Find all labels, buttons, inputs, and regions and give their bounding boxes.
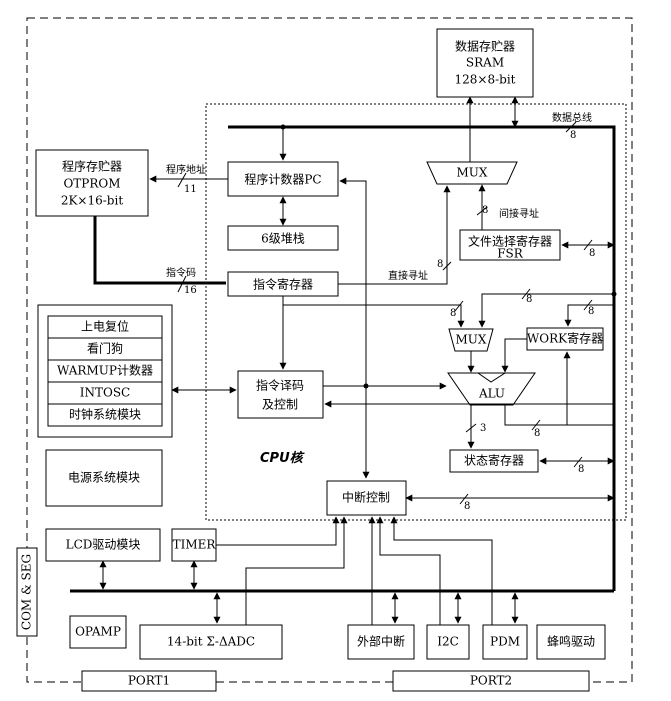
power-on-reset-label: 上电复位 bbox=[81, 319, 129, 334]
prog-addr-width: 11 bbox=[184, 184, 197, 195]
i2c-label: I2C bbox=[437, 635, 459, 649]
clock-system bbox=[47, 403, 163, 427]
work-register-block: WORK寄存器 bbox=[526, 327, 604, 351]
status-register-block: 状态寄存器 bbox=[449, 449, 539, 473]
power-system-block: 电源系统模块 bbox=[45, 449, 163, 507]
opamp-label: OPAMP bbox=[75, 625, 121, 639]
cpu-core-region bbox=[205, 103, 627, 521]
com-seg-block: COM & SEG bbox=[16, 547, 38, 637]
instr-code-label: 指令码 bbox=[166, 266, 196, 279]
direct-width: 8 bbox=[437, 259, 443, 270]
mux-top-label: MUX bbox=[457, 166, 488, 180]
mux-mid-in1-width: 8 bbox=[450, 308, 456, 319]
mux-mid-label: MUX bbox=[456, 333, 487, 347]
port2-label: PORT2 bbox=[470, 674, 512, 688]
interrupt-width: 8 bbox=[464, 501, 470, 512]
timer-label: TIMER bbox=[173, 538, 217, 552]
sram-line3: 128×8-bit bbox=[455, 73, 516, 87]
work-in-width: 8 bbox=[588, 306, 594, 317]
intosc-label: INTOSC bbox=[80, 386, 130, 400]
stack-label: 6级堆栈 bbox=[261, 231, 305, 246]
adc-label: 14-bit Σ-ΔADC bbox=[167, 635, 255, 649]
decoder-block: 指令译码 及控制 bbox=[237, 370, 324, 419]
i2c-block: I2C bbox=[426, 624, 470, 660]
clock-system-label: 时钟系统模块 bbox=[69, 407, 141, 422]
cpu-core-label: CPU核 bbox=[260, 450, 306, 466]
stack-block: 6级堆栈 bbox=[227, 225, 339, 251]
otprom-line3: 2K×16-bit bbox=[61, 194, 123, 208]
otprom-block: 程序存贮器 OTPROM 2K×16-bit bbox=[35, 149, 149, 217]
sram-line1: 数据存贮器 bbox=[455, 39, 515, 54]
decoder-line2: 及控制 bbox=[262, 398, 298, 412]
status-in-width: 3 bbox=[480, 423, 486, 434]
indirect-width: 8 bbox=[482, 205, 488, 216]
port1-label: PORT1 bbox=[128, 674, 170, 688]
com-seg-label: COM & SEG bbox=[20, 554, 34, 630]
instr-code-width: 16 bbox=[184, 285, 197, 296]
port2-block: PORT2 bbox=[392, 670, 590, 692]
prog-addr-label: 程序地址 bbox=[166, 163, 206, 176]
fsr-width: 8 bbox=[589, 248, 595, 259]
opamp-block: OPAMP bbox=[69, 615, 127, 649]
interrupt-control-block: 中断控制 bbox=[326, 480, 407, 516]
pc-block: 程序计数器PC bbox=[227, 161, 339, 197]
otprom-line1: 程序存贮器 bbox=[62, 159, 122, 174]
external-interrupt-label: 外部中断 bbox=[357, 634, 405, 649]
interrupt-control-label: 中断控制 bbox=[342, 490, 390, 505]
chip-boundary bbox=[26, 17, 633, 683]
decoder-line1: 指令译码 bbox=[256, 378, 304, 393]
indirect-label: 间接寻址 bbox=[499, 207, 539, 220]
data-bus-width: 8 bbox=[570, 130, 576, 141]
power-system-label: 电源系统模块 bbox=[68, 471, 140, 485]
buzzer-block: 蜂鸣驱动 bbox=[536, 624, 606, 660]
lcd-block: LCD驱动模块 bbox=[45, 528, 161, 562]
mux-mid-block: MUX bbox=[448, 328, 494, 352]
external-interrupt-block: 外部中断 bbox=[347, 624, 415, 660]
fsr-line2: FSR bbox=[497, 247, 524, 261]
alu-block: ALU bbox=[447, 372, 536, 406]
buzzer-label: 蜂鸣驱动 bbox=[547, 634, 595, 649]
direct-label: 直接寻址 bbox=[388, 269, 428, 282]
timer-block: TIMER bbox=[171, 528, 217, 562]
warmup-counter-label: WARMUP计数器 bbox=[57, 363, 153, 378]
sram-block: 数据存贮器 SRAM 128×8-bit bbox=[436, 28, 534, 98]
fsr-block: 文件选择寄存器 FSR bbox=[459, 229, 561, 261]
fsr-line1: 文件选择寄存器 bbox=[468, 234, 552, 249]
lcd-label: LCD驱动模块 bbox=[66, 538, 141, 552]
data-bus bbox=[228, 125, 616, 591]
instruction-register-label: 指令寄存器 bbox=[253, 277, 313, 292]
port1-block: PORT1 bbox=[81, 670, 217, 692]
otprom-line2: OTPROM bbox=[63, 177, 120, 191]
mux-top-block: MUX bbox=[426, 161, 518, 185]
sram-line2: SRAM bbox=[466, 56, 504, 70]
mux-mid-in2-width: 8 bbox=[526, 294, 532, 305]
pc-label: 程序计数器PC bbox=[244, 172, 321, 187]
work-register-label: WORK寄存器 bbox=[527, 331, 603, 346]
pdm-label: PDM bbox=[490, 635, 520, 649]
adc-block: 14-bit Σ-ΔADC bbox=[139, 624, 283, 660]
alu-out-width: 8 bbox=[534, 428, 540, 439]
status-width: 8 bbox=[578, 464, 584, 475]
alu-label: ALU bbox=[478, 387, 505, 401]
status-register-label: 状态寄存器 bbox=[464, 453, 524, 468]
instruction-register-block: 指令寄存器 bbox=[227, 271, 339, 297]
system-group: 上电复位 看门狗 WARMUP计数器 INTOSC 时钟系统模块 bbox=[37, 304, 173, 438]
watchdog-label: 看门狗 bbox=[87, 341, 123, 356]
data-bus-label: 数据总线 bbox=[552, 111, 592, 124]
pdm-block: PDM bbox=[482, 624, 528, 660]
